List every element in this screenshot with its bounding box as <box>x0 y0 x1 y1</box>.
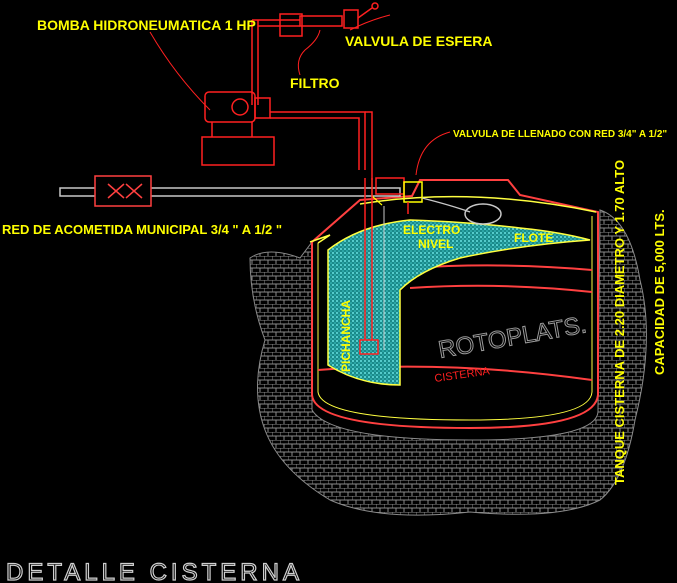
label-red-acometida: RED DE ACOMETIDA MUNICIPAL 3/4 " A 1/2 " <box>2 222 282 237</box>
ball-valve-icon <box>343 2 379 29</box>
supply-pipes <box>251 19 373 180</box>
fill-valve <box>371 177 423 214</box>
gate-valve-icon <box>94 175 152 207</box>
pump-icon <box>201 91 275 166</box>
label-tanque-line2: CAPACIDAD DE 5,000 LTS. <box>652 209 667 375</box>
label-flote: FLOTE <box>514 231 553 245</box>
municipal-pipe <box>59 175 401 207</box>
label-tanque-line1: TANQUE CISTERNA DE 2.20 DIAMETRO Y 1.70 … <box>612 160 627 485</box>
tank <box>309 179 599 430</box>
label-filtro: FILTRO <box>290 75 340 91</box>
label-nivel: NIVEL <box>418 237 453 251</box>
filter-icon <box>279 13 343 37</box>
soil-fill <box>249 209 647 516</box>
foot-valve-icon <box>359 339 379 355</box>
label-pichancha: PICHANCHA <box>339 300 353 372</box>
water-body <box>327 219 591 386</box>
label-valvula-llenado: VALVULA DE LLENADO CON RED 3/4" A 1/2" <box>453 129 667 140</box>
label-bomba: BOMBA HIDRONEUMATICA 1 HP <box>37 17 256 33</box>
title: DETALLE CISTERNA <box>6 559 303 583</box>
label-valvula-esfera: VALVULA DE ESFERA <box>345 33 493 49</box>
float-icon <box>421 197 502 225</box>
suction-pipe <box>359 178 385 355</box>
leader-lines <box>149 14 451 176</box>
label-electro: ELECTRO <box>403 223 460 237</box>
